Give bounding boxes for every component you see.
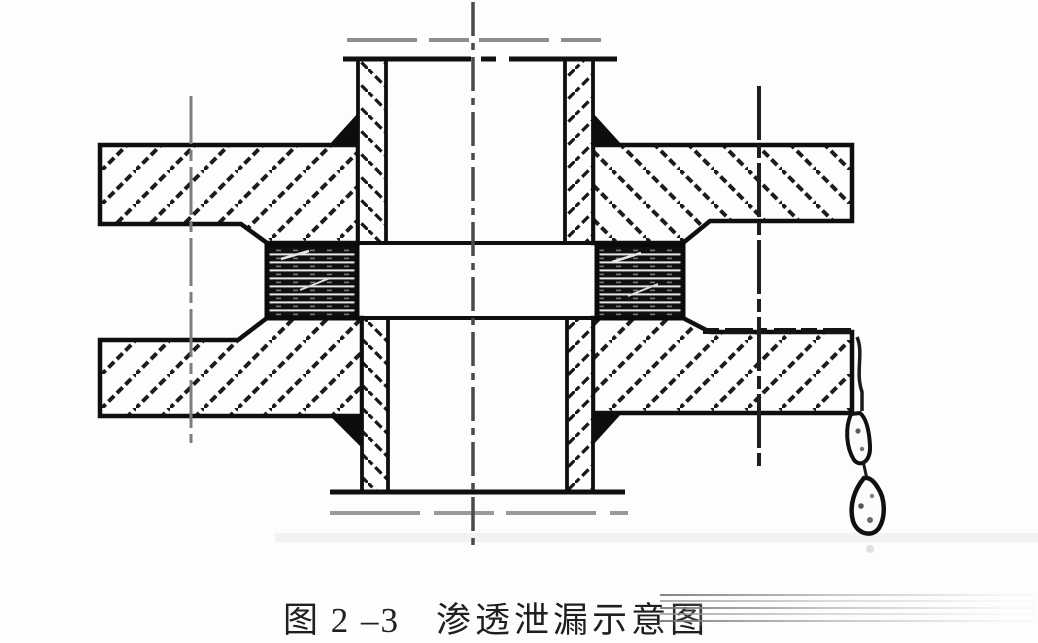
flange-face-lines: [357, 241, 597, 320]
figure-title: 渗透泄漏示意图: [436, 601, 710, 640]
leak-droplet-2: [849, 475, 886, 553]
figure-number: 图 2 –3: [283, 601, 401, 640]
leak-droplet-1: [845, 411, 873, 466]
upper-flange-left: [97, 142, 361, 246]
gasket-right: [594, 242, 686, 321]
pipe-end-lines: [330, 38, 628, 515]
scan-band-artifact: [275, 533, 1038, 542]
upper-pipe-walls: [356, 57, 595, 245]
centerlines: [189, 2, 761, 552]
weld-fillets: [329, 113, 622, 448]
figure-caption: 图 2 –3 渗透泄漏示意图: [283, 592, 709, 640]
leak-seep-line: [703, 328, 864, 411]
lower-flange-left: [97, 315, 365, 419]
upper-flange-right: [590, 142, 855, 246]
gasket-left: [264, 242, 360, 321]
lower-pipe-walls: [360, 316, 595, 494]
